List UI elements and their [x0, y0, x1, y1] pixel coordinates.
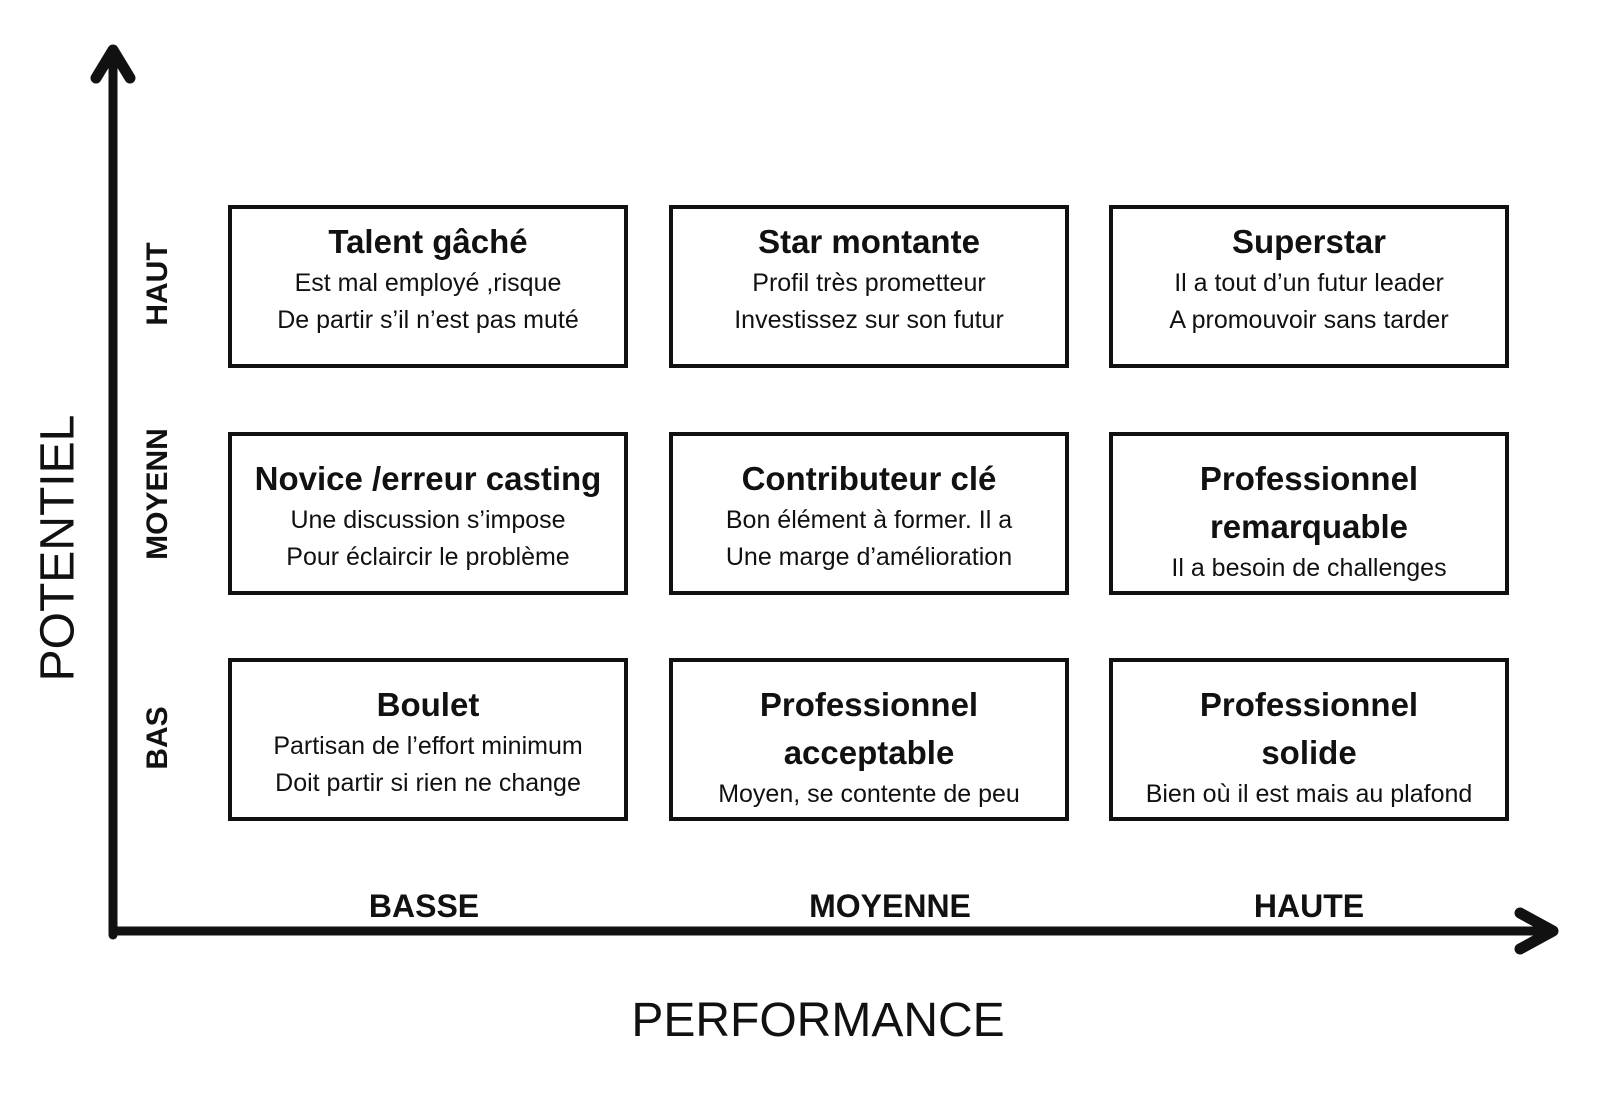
cell-title: acceptable: [783, 734, 955, 771]
row-label-bas: BAS: [141, 706, 174, 770]
cell-professionnel-solide: Professionnel solide Bien où il est mais…: [1109, 658, 1509, 821]
cell-line: Est mal employé ,risque: [294, 269, 562, 297]
y-axis-title: POTENTIEL: [31, 414, 85, 682]
col-label-moyenne: MOYENNE: [809, 888, 971, 924]
cell-star-montante: Star montante Profil très prometteur Inv…: [669, 205, 1069, 368]
cell-title: Professionnel: [1199, 686, 1419, 723]
cell-novice-erreur-casting: Novice /erreur casting Une discussion s’…: [228, 432, 628, 595]
cell-title: Star montante: [758, 223, 980, 260]
cell-line: Moyen, se contente de peu: [718, 780, 1020, 808]
cell-talent-gache: Talent gâché Est mal employé ,risque De …: [228, 205, 628, 368]
cell-title: Superstar: [1231, 223, 1387, 260]
row-label-haut: HAUT: [141, 242, 174, 326]
cell-professionnel-acceptable: Professionnel acceptable Moyen, se conte…: [669, 658, 1069, 821]
cell-line: Bon élément à former. Il a: [725, 506, 1013, 534]
cell-line: Il a tout d’un futur leader: [1174, 269, 1444, 297]
cell-title: solide: [1261, 734, 1357, 771]
cell-boulet: Boulet Partisan de l’effort minimum Doit…: [228, 658, 628, 821]
cell-title: Contributeur clé: [741, 460, 997, 497]
cell-title: Professionnel: [1199, 460, 1419, 497]
cell-line: Il a besoin de challenges: [1171, 554, 1447, 582]
cell-line: Partisan de l’effort minimum: [273, 732, 583, 760]
cell-line: Profil très prometteur: [752, 269, 986, 297]
cell-line: Investissez sur son futur: [734, 306, 1004, 334]
cell-contributeur-cle: Contributeur clé Bon élément à former. I…: [669, 432, 1069, 595]
cell-title: remarquable: [1209, 508, 1409, 545]
cell-superstar: Superstar Il a tout d’un futur leader A …: [1109, 205, 1509, 368]
cell-professionnel-remarquable: Professionnel remarquable Il a besoin de…: [1109, 432, 1509, 595]
cell-line: De partir s’il n’est pas muté: [277, 306, 579, 334]
cell-title: Talent gâché: [328, 223, 528, 260]
x-axis-title: PERFORMANCE: [631, 994, 1005, 1047]
cell-line: A promouvoir sans tarder: [1169, 306, 1449, 334]
x-axis-arrow-icon: [108, 907, 1559, 955]
cell-title: Boulet: [376, 686, 480, 723]
cell-line: Bien où il est mais au plafond: [1145, 780, 1473, 808]
cell-line: Doit partir si rien ne change: [275, 769, 581, 797]
cell-line: Une marge d’amélioration: [725, 543, 1013, 571]
col-label-basse: BASSE: [368, 888, 480, 924]
cell-title: Professionnel: [759, 686, 979, 723]
col-label-haute: HAUTE: [1253, 888, 1365, 924]
row-label-moyen: MOYENN: [141, 428, 174, 560]
cell-title: Novice /erreur casting: [254, 460, 602, 497]
cell-line: Pour éclaircir le problème: [286, 543, 570, 571]
cell-line: Une discussion s’impose: [290, 506, 566, 534]
y-axis-arrow-icon: [90, 44, 136, 940]
